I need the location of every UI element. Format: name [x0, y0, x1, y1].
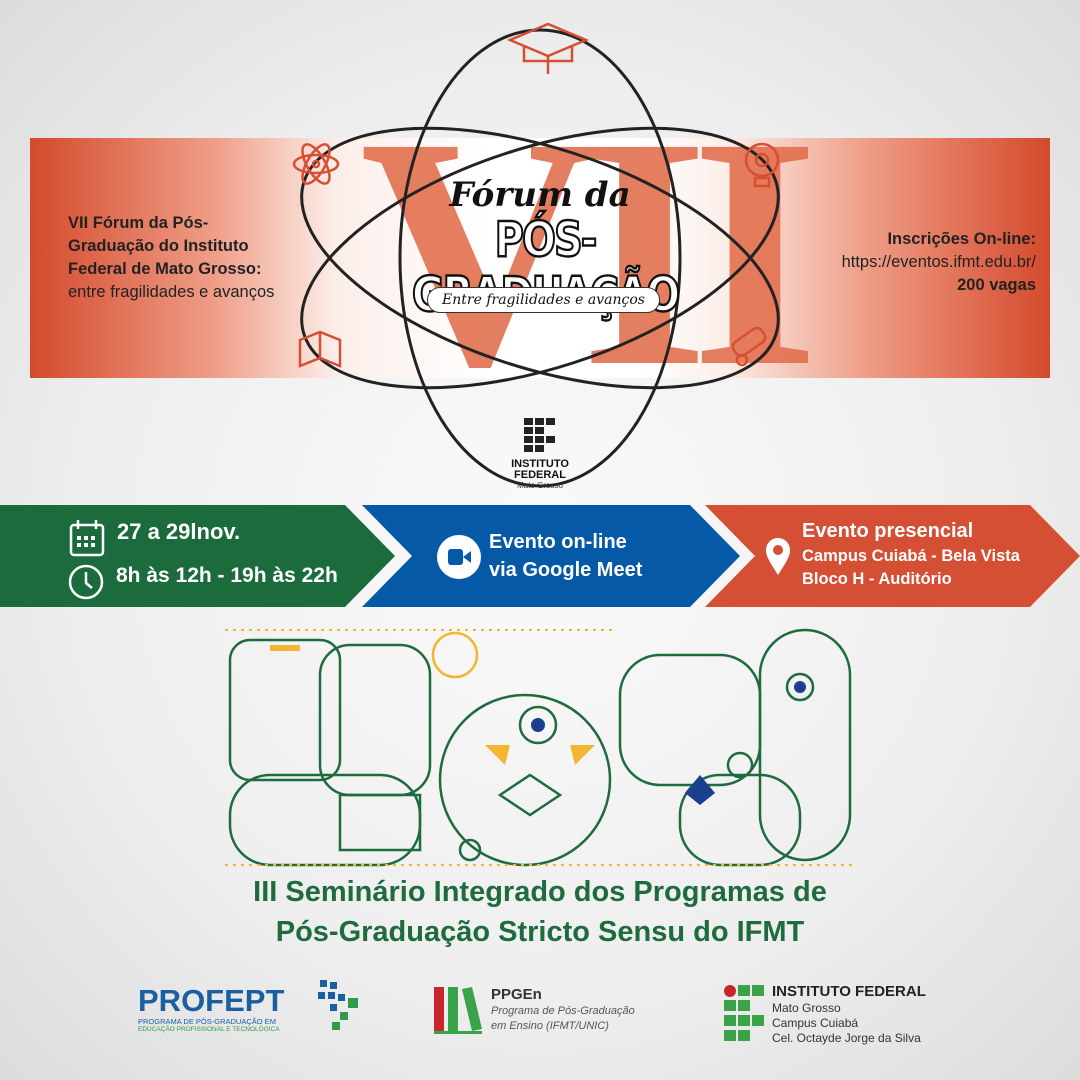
presencial-info: Evento presencial Campus Cuiabá - Bela V… [802, 518, 1020, 590]
registration-url[interactable]: https://eventos.ifmt.edu.br/ [841, 253, 1036, 271]
orbit-3 [398, 28, 682, 488]
vacancies: 200 vagas [957, 276, 1036, 294]
event-description: VII Fórum da Pós- Graduação do Instituto… [68, 212, 318, 304]
online-arrow [362, 505, 740, 607]
orbit-ellipses [292, 22, 780, 488]
presencial-line-2: Campus Cuiabá - Bela Vista [802, 547, 1020, 565]
subtitle-pill: Entre fragilidades e avanços [427, 287, 660, 313]
online-line-1: Evento on-line [489, 531, 627, 553]
registration-label: Inscrições On-line: [887, 230, 1036, 248]
orbit-1 [300, 126, 780, 390]
if-name: INSTITUTO FEDERAL [772, 983, 926, 1000]
if-logo-mark-bottom [724, 985, 764, 1041]
presencial-arrow [705, 505, 1080, 607]
if-sub-2: Campus Cuiabá [772, 1016, 859, 1030]
tech-illustration [225, 628, 855, 867]
seminar-title: III Seminário Integrado dos Programas de… [0, 872, 1080, 952]
ppgen-sub-2: em Ensino (IFMT/UNIC) [491, 1020, 609, 1032]
clock-icon [68, 564, 104, 600]
if-name-1: INSTITUTO [511, 458, 569, 470]
date-arrow [0, 505, 395, 607]
presencial-line-3: Bloco H - Auditório [802, 570, 952, 588]
registration-info: Inscrições On-line: https://eventos.ifmt… [842, 228, 1036, 297]
if-sub-3: Cel. Octayde Jorge da Silva [772, 1031, 921, 1045]
header-banner [30, 138, 1050, 378]
profept-name: PROFEPT [138, 983, 285, 1018]
presencial-line-1: Evento presencial [802, 520, 974, 542]
info-arrows [0, 505, 1080, 607]
location-pin-icon [766, 538, 790, 575]
online-line-2[interactable]: via Google Meet [489, 559, 643, 581]
desc-line-3: Federal de Mato Grosso: [68, 260, 262, 278]
event-date: 27 a 29lnov. [117, 519, 241, 544]
if-name-2: FEDERAL [514, 469, 566, 481]
seminar-line-2: Pós-Graduação Stricto Sensu do IFMT [275, 916, 805, 948]
lightbulb-gear-icon [744, 142, 780, 188]
diploma-icon [731, 326, 767, 367]
profept-map-icon [318, 980, 358, 1030]
ppgen-logo: PPGEn Programa de Pós-Graduação em Ensin… [491, 986, 635, 1033]
calendar-icon [69, 520, 105, 557]
ppgen-sub-1: Programa de Pós-Graduação [491, 1005, 635, 1017]
calendar-grid [77, 536, 95, 547]
book-icon [298, 330, 342, 368]
profept-sub-2: EDUCAÇÃO PROFISSIONAL E TECNOLÓGICA [138, 1026, 280, 1033]
event-time: 8h às 12h - 19h às 22h [116, 564, 338, 587]
if-logo-top: INSTITUTO FEDERAL Mato Grosso [500, 418, 580, 490]
profept-sub-1: PROGRAMA DE PÓS-GRADUAÇÃO EM [138, 1017, 276, 1026]
forum-script: Fórum da [449, 175, 631, 215]
if-sub: Mato Grosso [517, 481, 563, 490]
if-sub-1: Mato Grosso [772, 1001, 841, 1015]
graduation-cap-icon [506, 22, 590, 74]
ppgen-name: PPGEn [491, 986, 542, 1003]
profept-logo: PROFEPT PROGRAMA DE PÓS-GRADUAÇÃO EM EDU… [138, 983, 285, 1034]
online-info: Evento on-line via Google Meet [489, 528, 642, 584]
desc-line-1: VII Fórum da Pós- [68, 214, 209, 232]
desc-line-4: entre fragilidades e avanços [68, 283, 275, 301]
if-logo-bottom: INSTITUTO FEDERAL Mato Grosso Campus Cui… [772, 983, 926, 1046]
ppgen-books-icon [434, 987, 482, 1034]
desc-line-2: Graduação do Instituto [68, 237, 249, 255]
atom-icon [292, 143, 340, 185]
if-logo-mark [524, 418, 555, 452]
seminar-line-1: III Seminário Integrado dos Programas de [253, 876, 827, 908]
